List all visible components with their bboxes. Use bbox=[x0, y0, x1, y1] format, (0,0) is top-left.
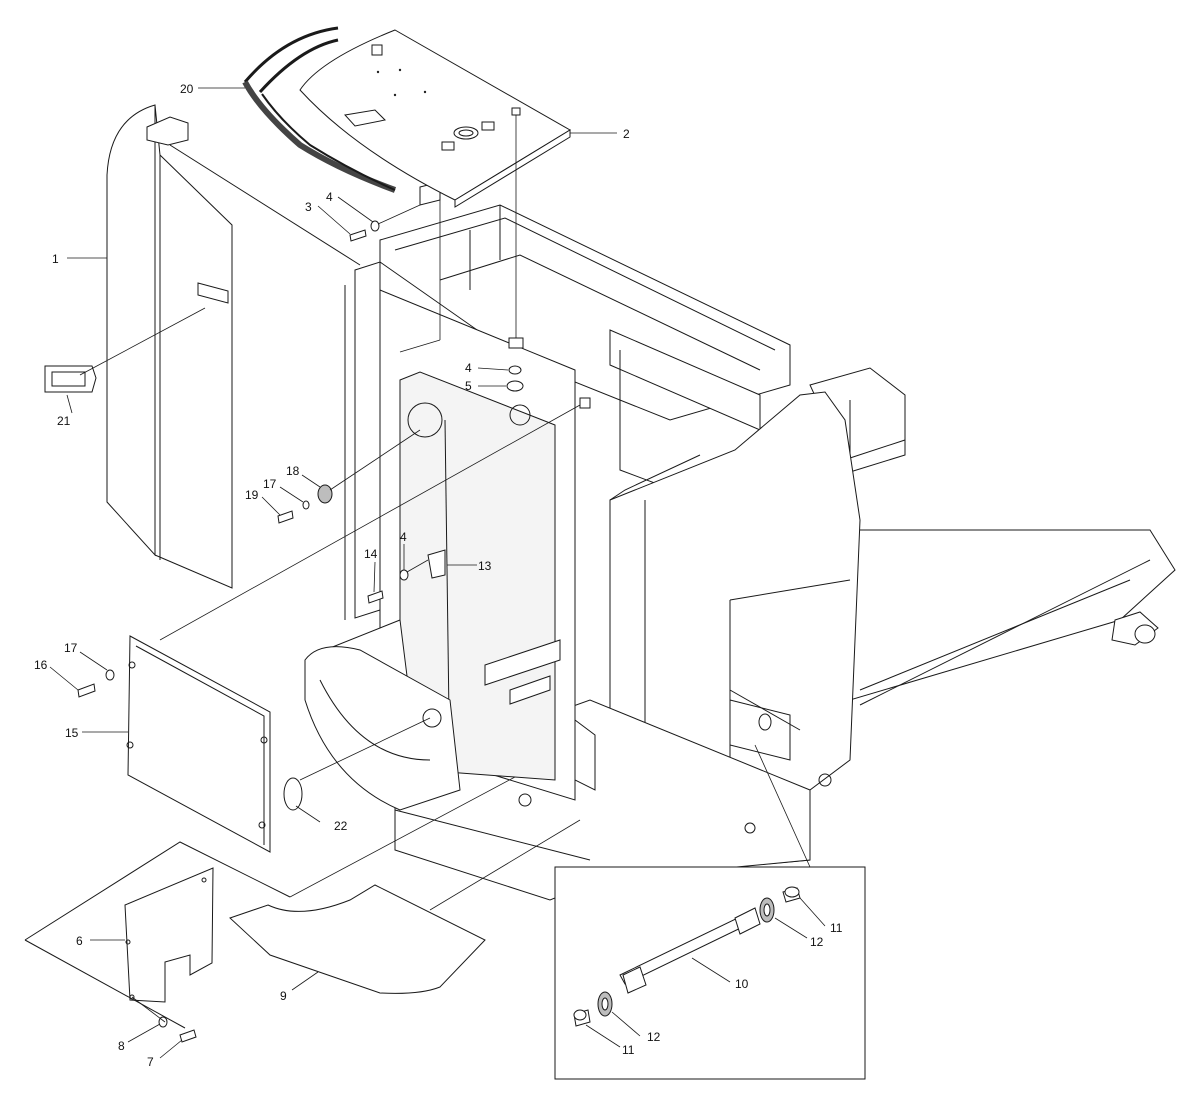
callout-18: 18 bbox=[286, 464, 300, 478]
callout-22: 22 bbox=[334, 819, 348, 833]
callout-5: 5 bbox=[465, 379, 472, 393]
top-plate bbox=[299, 29, 571, 349]
callout-2: 2 bbox=[623, 127, 630, 141]
callout-11: 11 bbox=[830, 921, 843, 935]
callout-17: 17 bbox=[263, 477, 277, 491]
grip-handle bbox=[44, 307, 206, 393]
access-panel bbox=[126, 397, 591, 853]
fasteners bbox=[77, 204, 524, 1043]
callout-8: 8 bbox=[118, 1039, 125, 1053]
callout-12: 12 bbox=[810, 935, 824, 949]
hole-plug bbox=[283, 717, 431, 811]
callout-19: 19 bbox=[245, 488, 259, 502]
callout-16: 16 bbox=[34, 658, 48, 672]
callout-6: 6 bbox=[76, 934, 83, 948]
floor-plate bbox=[24, 841, 291, 1029]
callout-labels: 1 2 3 4 4 4 5 6 7 8 9 10 11 11 12 12 13 … bbox=[34, 82, 843, 1069]
callout-1: 1 bbox=[52, 252, 59, 266]
callout-14: 14 bbox=[364, 547, 378, 561]
seal-strip bbox=[242, 26, 441, 353]
callout-10: 10 bbox=[735, 977, 749, 991]
floor-mat bbox=[229, 776, 581, 994]
callout-3: 3 bbox=[305, 200, 312, 214]
side-cover-panel bbox=[106, 104, 361, 589]
callout-17: 17 bbox=[64, 641, 78, 655]
callout-15: 15 bbox=[65, 726, 79, 740]
callout-9: 9 bbox=[280, 989, 287, 1003]
callout-11: 11 bbox=[622, 1043, 635, 1057]
detail-inset bbox=[554, 744, 866, 1080]
callout-20: 20 bbox=[180, 82, 194, 96]
leader-lines bbox=[49, 87, 826, 1059]
callout-7: 7 bbox=[147, 1055, 154, 1069]
callout-4: 4 bbox=[400, 530, 407, 544]
callout-4: 4 bbox=[326, 190, 333, 204]
callout-13: 13 bbox=[478, 559, 492, 573]
chassis-frame bbox=[304, 204, 1176, 901]
callout-12: 12 bbox=[647, 1030, 661, 1044]
callout-4: 4 bbox=[465, 361, 472, 375]
callout-21: 21 bbox=[57, 414, 71, 428]
